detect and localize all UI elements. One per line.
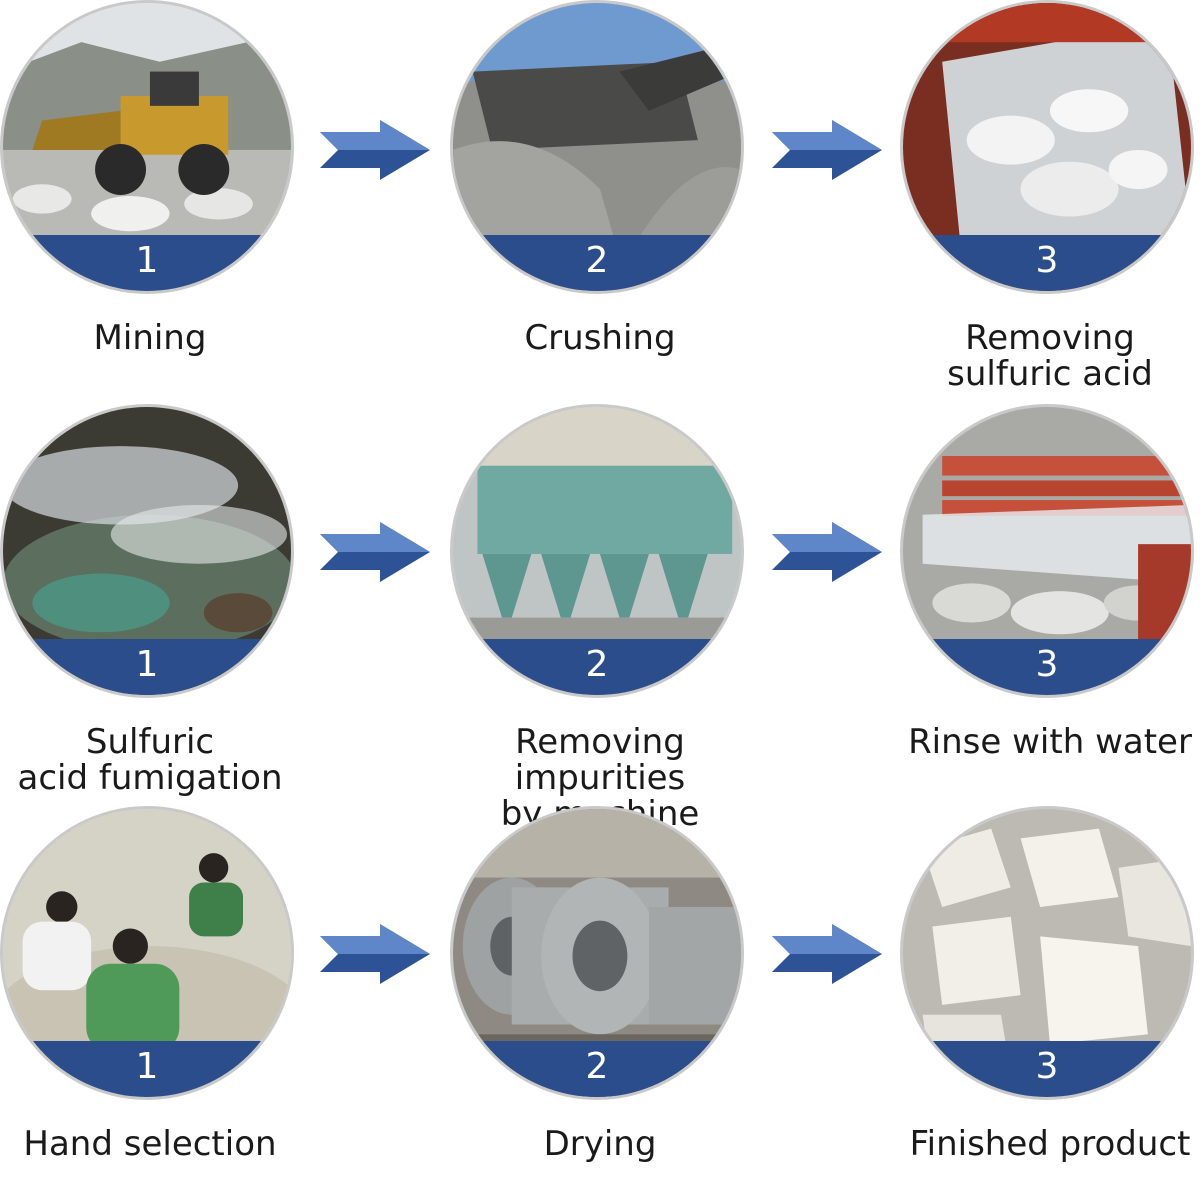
right-arrow-icon bbox=[772, 120, 882, 180]
step-photo-circle: 2 bbox=[450, 806, 744, 1100]
step-photo-circle: 3 bbox=[900, 806, 1194, 1100]
step-photo-circle: 3 bbox=[900, 404, 1194, 698]
right-arrow-icon bbox=[772, 522, 882, 582]
step-number-badge: 1 bbox=[3, 235, 291, 291]
right-arrow-icon bbox=[320, 120, 430, 180]
step-number-badge: 2 bbox=[453, 639, 741, 695]
step-photo-circle: 3 bbox=[900, 0, 1194, 294]
step-rinse-with-water: 3 Rinse with water bbox=[900, 404, 1200, 804]
step-hand-selection: 1 Hand selection bbox=[0, 806, 300, 1186]
step-label: Sulfuric acid fumigation bbox=[17, 722, 283, 798]
right-arrow-icon bbox=[320, 924, 430, 984]
step-number-badge: 1 bbox=[3, 639, 291, 695]
step-label: Removing sulfuric acid bbox=[947, 318, 1153, 394]
step-label: Finished product bbox=[909, 1124, 1191, 1164]
step-number-badge: 2 bbox=[453, 1041, 741, 1097]
step-removing-impurities: 2 Removing impurities by machine bbox=[450, 404, 750, 832]
step-label: Rinse with water bbox=[908, 722, 1192, 762]
step-mining: 1 Mining bbox=[0, 0, 300, 380]
step-label: Crushing bbox=[524, 318, 676, 358]
step-number-badge: 3 bbox=[903, 1041, 1191, 1097]
step-finished-product: 3 Finished product bbox=[900, 806, 1200, 1186]
step-sulfuric-acid-fumigation: 1 Sulfuric acid fumigation bbox=[0, 404, 300, 804]
step-photo-circle: 1 bbox=[0, 0, 294, 294]
step-photo-circle: 2 bbox=[450, 404, 744, 698]
step-drying: 2 Drying bbox=[450, 806, 750, 1186]
step-label: Drying bbox=[543, 1124, 657, 1164]
right-arrow-icon bbox=[320, 522, 430, 582]
step-photo-circle: 2 bbox=[450, 0, 744, 294]
step-photo-circle: 1 bbox=[0, 806, 294, 1100]
step-removing-sulfuric-acid: 3 Removing sulfuric acid bbox=[900, 0, 1200, 400]
step-crushing: 2 Crushing bbox=[450, 0, 750, 380]
step-label: Mining bbox=[93, 318, 207, 358]
right-arrow-icon bbox=[772, 924, 882, 984]
step-number-badge: 2 bbox=[453, 235, 741, 291]
step-number-badge: 3 bbox=[903, 639, 1191, 695]
step-label: Hand selection bbox=[23, 1124, 277, 1164]
step-number-badge: 3 bbox=[903, 235, 1191, 291]
step-photo-circle: 1 bbox=[0, 404, 294, 698]
step-number-badge: 1 bbox=[3, 1041, 291, 1097]
